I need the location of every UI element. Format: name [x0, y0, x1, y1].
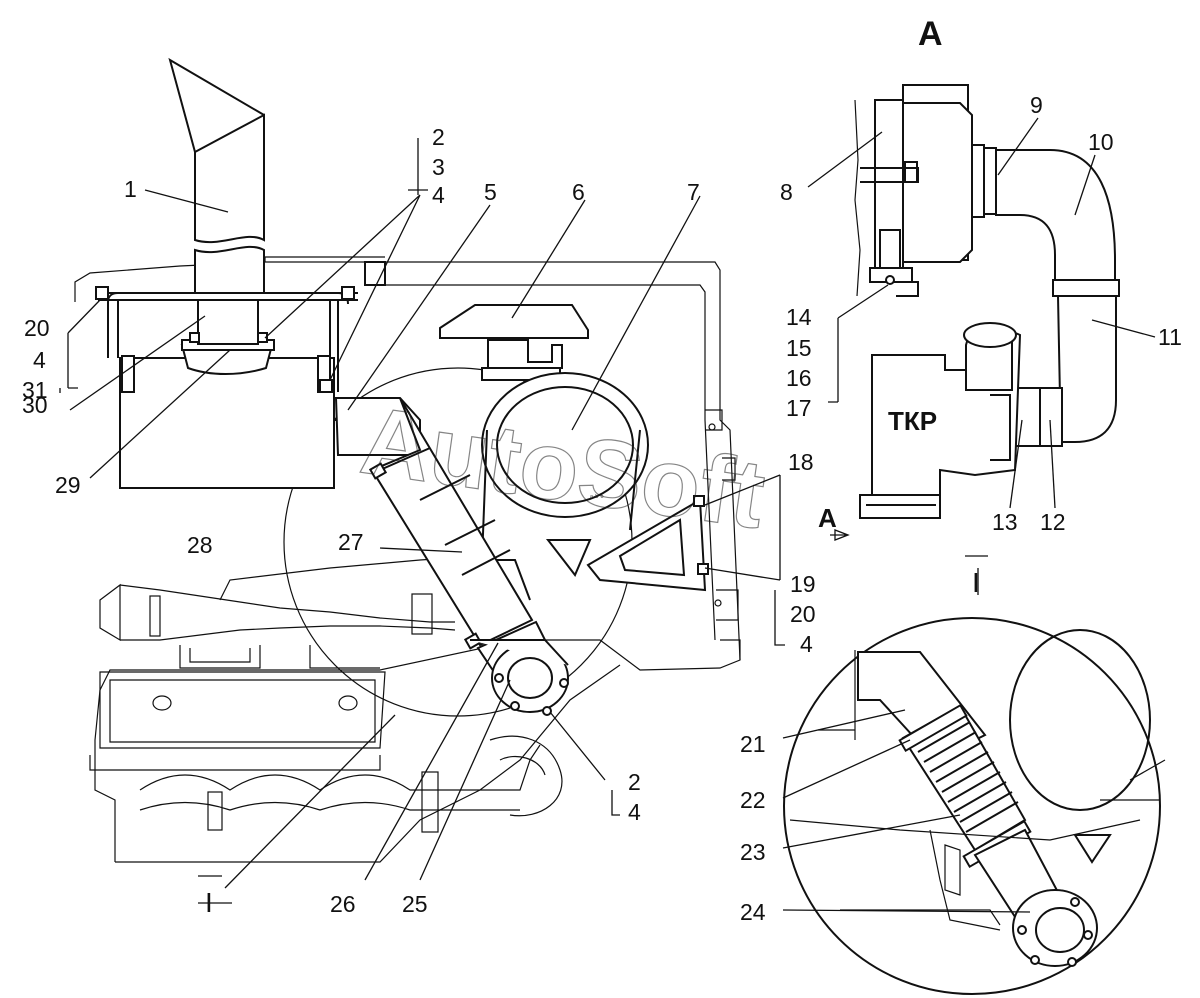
label-17: 17 [786, 395, 812, 421]
label-26: 26 [330, 891, 356, 917]
label-19: 19 [790, 571, 816, 597]
label-2: 2 [432, 124, 445, 150]
section-marks: A A I I ТКР [198, 15, 988, 918]
engine-block [89, 555, 741, 863]
label-27: 27 [338, 529, 364, 555]
hood-frame [74, 256, 741, 661]
label-4-right: 4 [800, 631, 813, 657]
detail-i-view [783, 617, 1166, 995]
label-23: 23 [740, 839, 766, 865]
label-6: 6 [572, 179, 585, 205]
label-28: 28 [187, 532, 213, 558]
detail-i-heading: I [972, 567, 980, 598]
label-4-left: 4 [33, 347, 46, 373]
air-filter-round: ᵃ ᵇ ᵒ [480, 367, 649, 601]
air-cleaner-housing [95, 286, 370, 489]
mounting-bracket [586, 495, 709, 592]
label-11: 11 [1158, 324, 1182, 350]
label-4: 4 [432, 182, 445, 208]
label-18: 18 [788, 449, 814, 475]
leader-lines [59, 117, 1156, 913]
label-13: 13 [992, 509, 1018, 535]
label-22: 22 [740, 787, 766, 813]
view-a-assembly [854, 84, 1120, 519]
part-number-labels: 1 2 3 4 5 6 7 20 4 31 30 29 28 27 18 19 … [22, 92, 1182, 925]
label-9: 9 [1030, 92, 1043, 118]
label-3: 3 [432, 154, 445, 180]
section-arrow-label: A [818, 503, 837, 533]
label-20-right: 20 [790, 601, 816, 627]
label-31: 31 [22, 377, 48, 403]
label-24: 24 [740, 899, 766, 925]
label-14: 14 [786, 304, 812, 330]
label-5: 5 [484, 179, 497, 205]
label-16: 16 [786, 365, 812, 391]
label-21: 21 [740, 731, 766, 757]
turbocharger-label: ТКР [888, 406, 937, 436]
intake-duct [334, 397, 569, 716]
label-8: 8 [780, 179, 793, 205]
label-1: 1 [124, 176, 137, 202]
view-a-heading: A [918, 15, 943, 53]
detail-i-callout-label: I [205, 887, 213, 918]
label-12: 12 [1040, 509, 1066, 535]
label-29: 29 [55, 472, 81, 498]
svg-text:ᵃ ᵇ ᵒ: ᵃ ᵇ ᵒ [590, 493, 603, 502]
label-7: 7 [687, 179, 700, 205]
air-intake-pipe [168, 57, 386, 294]
label-10: 10 [1088, 129, 1114, 155]
label-20-left: 20 [24, 315, 50, 341]
label-2-bottom: 2 [628, 769, 641, 795]
label-30: 30 [22, 392, 48, 418]
label-4-bottom: 4 [628, 799, 641, 825]
label-25: 25 [402, 891, 428, 917]
label-15: 15 [786, 335, 812, 361]
